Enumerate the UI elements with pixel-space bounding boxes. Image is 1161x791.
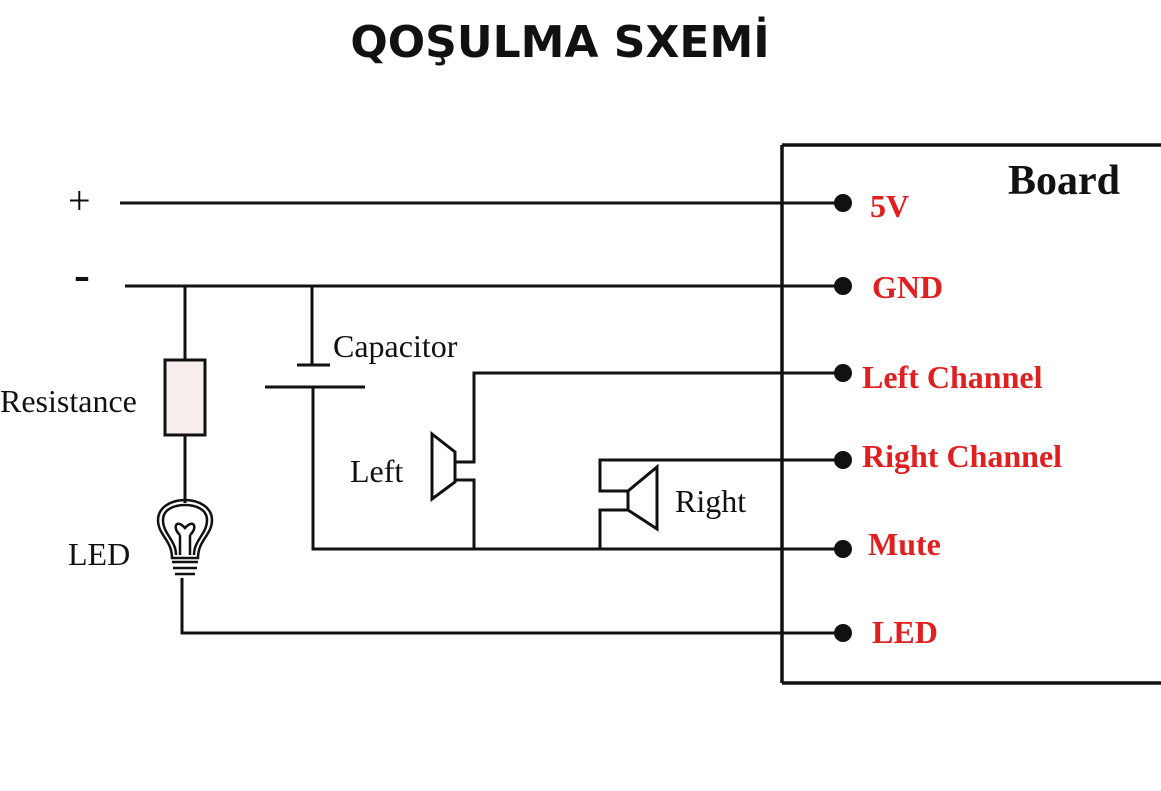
pin-label-gnd: GND: [872, 269, 943, 305]
plus-terminal: +: [68, 178, 91, 223]
right-speaker-label: Right: [675, 483, 746, 519]
pin-label-right-channel: Right Channel: [862, 438, 1062, 474]
capacitor-label: Capacitor: [333, 328, 458, 364]
led-label: LED: [68, 536, 130, 572]
resistance-label: Resistance: [0, 383, 137, 419]
pin-label-mute: Mute: [868, 526, 941, 562]
pin-dot-gnd: [834, 277, 852, 295]
pin-dot-5v: [834, 194, 852, 212]
pin-dot-left-channel: [834, 364, 852, 382]
resistor-symbol: [163, 358, 207, 437]
led-bulb-icon: [156, 498, 214, 576]
pin-dot-right-channel: [834, 451, 852, 469]
board-box: [780, 143, 1161, 685]
capacitor-symbol: [265, 363, 365, 389]
board-label: Board: [1008, 158, 1120, 204]
pin-dots: [834, 194, 852, 642]
pin-label-5v: 5V: [870, 188, 909, 224]
pin-dot-mute: [834, 540, 852, 558]
left-speaker-icon: [430, 430, 457, 502]
left-speaker-label: Left: [350, 453, 403, 489]
minus-terminal: -: [74, 248, 90, 301]
diagram-title: QOŞULMA SXEMİ: [350, 15, 769, 68]
wires: [120, 201, 843, 635]
pin-label-left-channel: Left Channel: [862, 359, 1043, 395]
right-speaker-icon: [626, 463, 659, 532]
pin-dot-led: [834, 624, 852, 642]
pin-label-led: LED: [872, 614, 938, 650]
